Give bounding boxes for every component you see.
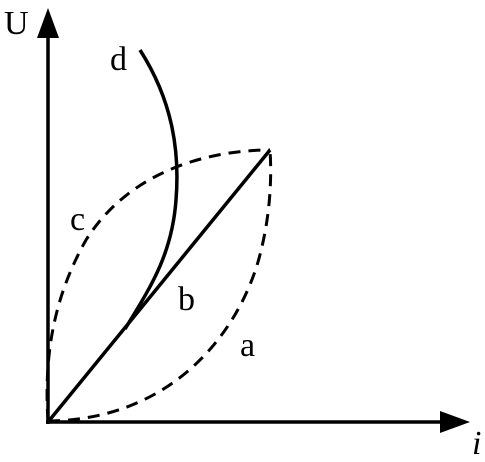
y-axis <box>37 8 59 424</box>
curve-d-label: d <box>110 41 127 78</box>
x-axis <box>46 411 470 433</box>
x-axis-arrow-icon <box>440 411 470 433</box>
y-axis-label: U <box>4 5 29 42</box>
curve-b <box>46 148 272 424</box>
y-axis-arrow-icon <box>37 8 59 38</box>
curve-c-label: c <box>70 201 85 238</box>
curve-a-label: a <box>240 327 255 364</box>
curve-c <box>45 148 271 422</box>
curve-b-label: b <box>178 281 195 318</box>
x-axis-label: i <box>472 425 481 462</box>
curve-a <box>47 149 273 423</box>
curve-d <box>123 49 179 330</box>
